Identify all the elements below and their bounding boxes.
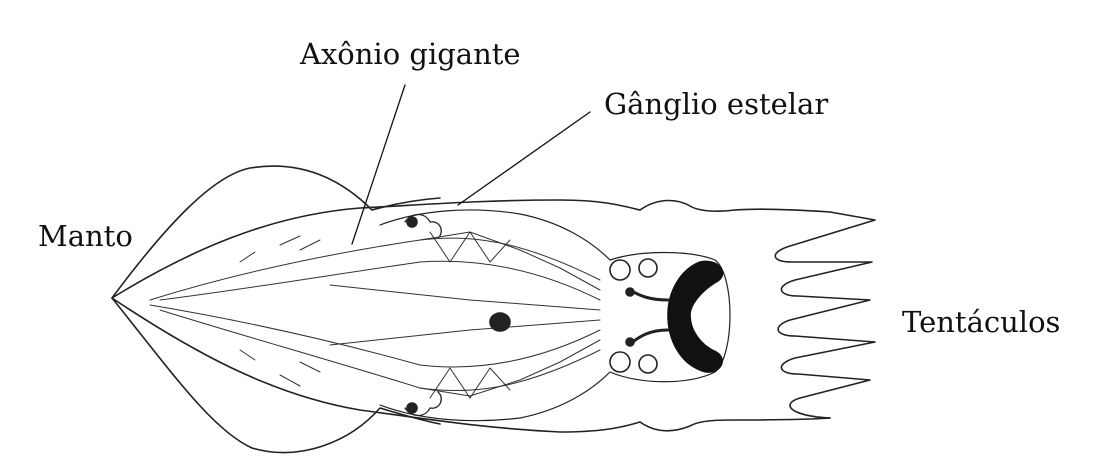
organ-detail	[610, 260, 630, 280]
ganglion-dot	[626, 288, 634, 296]
nerve-fiber	[330, 320, 600, 345]
mantle-lower-edge	[112, 298, 640, 432]
nerve-fiber	[420, 340, 600, 396]
optic-connector	[630, 290, 668, 344]
central-ganglion	[490, 313, 510, 331]
nerve-fiber	[240, 350, 320, 386]
ganglion-dot	[407, 403, 417, 413]
upper-fin-outline	[112, 166, 440, 298]
head-outline-lower	[640, 418, 830, 431]
nerve-fiber	[150, 305, 600, 367]
lower-fin-outline	[112, 298, 440, 453]
label-stellate-ganglion: Gânglio estelar	[604, 90, 828, 119]
nerve-fiber	[330, 285, 600, 310]
nerve-fiber	[240, 236, 320, 262]
head-outline	[640, 201, 830, 213]
label-mantle: Manto	[38, 222, 133, 251]
organ-detail	[639, 259, 657, 277]
brain-mass	[668, 261, 723, 372]
pointer-stellate-ganglion	[458, 112, 590, 205]
label-giant-axon: Axônio gigante	[300, 40, 521, 69]
nerve-fiber	[430, 368, 510, 398]
organ-detail	[610, 352, 630, 372]
ganglion-dot	[626, 338, 634, 346]
tentacles-outline	[775, 212, 875, 418]
pointer-giant-axon	[352, 85, 405, 244]
label-tentacles: Tentáculos	[902, 308, 1060, 337]
organ-detail	[639, 355, 657, 373]
nerve-fiber	[160, 261, 600, 300]
ganglion-dot	[407, 217, 417, 227]
nerve-fiber	[160, 310, 600, 391]
